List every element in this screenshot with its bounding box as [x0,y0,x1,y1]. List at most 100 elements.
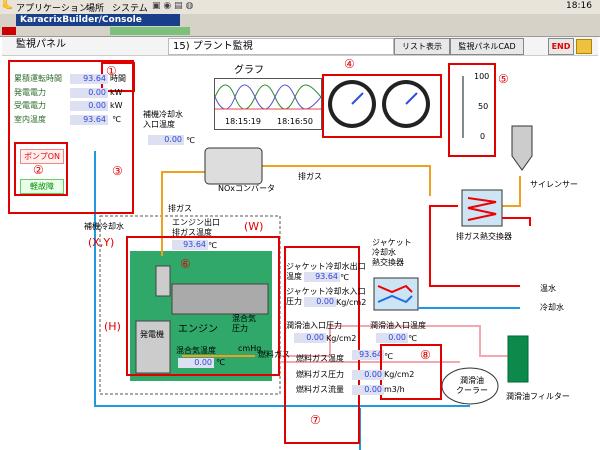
engine-out-exhaust-label: エンジン出口 排ガス温度 [172,218,220,237]
lube-in-press-value: 0.00 [294,333,326,343]
window-title: KaracrixBuilder/Console [16,14,180,26]
jacket-in-press-unit: Kg/cm2 [336,298,367,307]
lube-oil-pipe [280,325,520,357]
marker-6: ⑥ [180,257,191,271]
jacket-out-temp-value: 93.64 [304,272,340,282]
end-button[interactable]: END [548,38,574,55]
stat-unit: 時間 [110,74,126,83]
mix-temp-unit: ℃ [216,358,225,367]
marker-8: ⑧ [420,348,431,362]
aux-cooling-inlet-label: 補機冷却水 入口温度 [143,110,183,129]
generator-body [135,320,171,374]
menu-applications[interactable]: アプリケーション [16,4,88,14]
hx-coil [467,197,497,221]
hot-water-label: 温水 [540,284,556,293]
marker-box-7 [284,246,360,444]
lube-cooler-label: 潤滑油 クーラー [456,376,488,395]
jacket-coil [377,294,413,304]
toolbar [0,26,600,37]
jacket-out-temp-label: ジャケット冷却水出口 温度 [286,262,366,281]
hot-water-pipe [429,205,520,287]
lube-in-temp-value: 0.00 [376,333,408,343]
minor-fault-button[interactable]: 軽故障 [20,179,64,194]
marker-h: (H) [104,320,121,333]
marker-2: ② [33,163,44,177]
lube-in-temp-label: 潤滑油入口温度 [370,321,426,330]
level-bar [462,76,464,138]
lube-in-temp-unit: ℃ [408,334,417,343]
exit-icon[interactable] [576,39,592,54]
toolbar-button[interactable] [110,27,150,35]
marker-xy: (X,Y) [88,236,115,249]
launcher-icons[interactable]: ▣ ◉ ▤ ◍ [152,1,194,11]
stat-label: 室内温度 [14,115,46,124]
menu-system[interactable]: システム [112,4,148,14]
fuel-gas-label: 燃料ガス [258,350,290,359]
gauge-1[interactable] [328,80,376,128]
jacket-in-press-label: ジャケット冷却水入口 圧力 [286,287,366,306]
fuel-temp-label: 燃料ガス温度 [296,354,344,363]
silencer [511,125,533,171]
stat-label: 発電電力 [14,88,46,97]
stat-unit: kW [110,101,123,110]
graph-time-end: 18:16:50 [277,117,313,126]
nox-converter [204,147,263,185]
nox-converter-label: NOxコンバータ [218,184,276,193]
fuel-flow-label: 燃料ガス流量 [296,385,344,394]
mix-press-label: 混合気 圧力 [232,314,256,333]
clock: 18:16 [566,1,592,11]
plant-piping-diagram [94,125,533,450]
list-view-button[interactable]: リスト表示 [394,38,450,55]
stat-label: 受電電力 [14,101,46,110]
fuel-press-unit: Kg/cm2 [384,370,415,379]
marker-7: ⑦ [310,413,321,427]
exhaust-gas-label-2: 排ガス [168,204,192,213]
window-titlebar: KaracrixBuilder/Console [0,14,600,26]
marker-box-4 [322,74,442,138]
fuel-flow-value: 0.00 [352,385,384,395]
exhaust-pipe [262,165,431,196]
toolbar-button[interactable] [150,27,190,35]
lube-filter [507,335,529,383]
foot-icon[interactable]: 🦶 [2,1,14,11]
system-menu-bar: 🦶 アプリケーション 場所 システム ▣ ◉ ▤ ◍ 18:16 [0,0,600,15]
silencer-label: サイレンサー [530,180,578,189]
hot-water-pipe [502,217,531,226]
stat-value: 0.00 [70,101,108,111]
lube-filter-label: 潤滑油フィルター [506,392,570,401]
generator-label: 発電機 [140,330,164,339]
exhaust-stack [155,265,171,297]
panel-label: 監視パネル [16,39,66,50]
stat-value: 93.64 [70,115,108,125]
fuel-flow-unit: m3/h [384,385,405,394]
stat-unit: ℃ [112,115,121,124]
engine-label: エンジン [178,324,218,335]
aux-cooling-inlet-unit: ℃ [186,136,195,145]
mix-temp-value: 0.00 [178,358,214,368]
cooling-water-pipe [94,151,470,407]
mix-temp-label: 混合気温度 [176,346,216,355]
menu-places[interactable]: 場所 [86,4,105,14]
trend-graph[interactable]: 18:15:19 18:16:50 [214,78,322,130]
panel-cad-button[interactable]: 監視パネルCAD [450,38,524,55]
gauge-2[interactable] [382,80,430,128]
marker-3: ③ [112,164,123,178]
jacket-out-temp-unit: ℃ [340,273,349,282]
fuel-press-label: 燃料ガス圧力 [296,370,344,379]
pump-on-button[interactable]: ポンプON [20,149,64,164]
stats-panel-frame [8,60,134,214]
stat-value: 93.64 [70,74,108,84]
exhaust-gas-label: 排ガス [298,172,322,181]
graph-title: グラフ [234,65,264,76]
marker-box-5 [448,63,496,157]
con-icon[interactable] [2,27,16,35]
exhaust-hx-label: 排ガス熱交換器 [456,232,512,241]
fuel-temp-unit: ℃ [384,352,393,361]
scale-mid: 50 [478,102,489,111]
engine-out-exhaust-value: 93.64 [172,240,208,250]
aux-cooling-inlet-value: 0.00 [148,135,184,145]
aux-cooling-water-label: 補機冷却水 [84,222,124,231]
exhaust-pipe [502,176,521,207]
marker-1: ① [106,64,117,78]
stat-unit: kW [110,88,123,97]
